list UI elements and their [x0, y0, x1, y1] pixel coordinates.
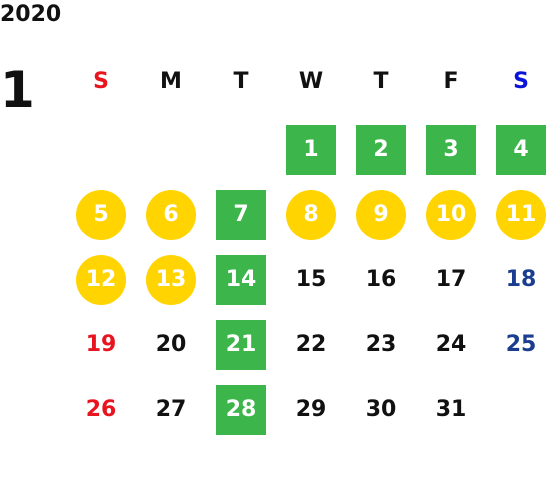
day-cell-1[interactable]: 1 — [286, 125, 336, 175]
day-cell-30[interactable]: 30 — [365, 397, 397, 422]
day-cell-19[interactable]: 19 — [85, 332, 117, 357]
day-cell-2[interactable]: 2 — [356, 125, 406, 175]
day-cell-3[interactable]: 3 — [426, 125, 476, 175]
day-cell-31[interactable]: 31 — [435, 397, 467, 422]
day-cell-4[interactable]: 4 — [496, 125, 546, 175]
day-cell-29[interactable]: 29 — [295, 397, 327, 422]
day-cell-17[interactable]: 17 — [435, 267, 467, 292]
month-number: 1 — [0, 61, 35, 119]
day-cell-27[interactable]: 27 — [155, 397, 187, 422]
day-cell-7[interactable]: 7 — [216, 190, 266, 240]
day-cell-28[interactable]: 28 — [216, 385, 266, 435]
day-cell-11[interactable]: 11 — [496, 190, 546, 240]
day-cell-6[interactable]: 6 — [146, 190, 196, 240]
day-cell-9[interactable]: 9 — [356, 190, 406, 240]
day-cell-10[interactable]: 10 — [426, 190, 476, 240]
day-cell-24[interactable]: 24 — [435, 332, 467, 357]
weekday-header-thu: T — [373, 69, 389, 94]
day-cell-8[interactable]: 8 — [286, 190, 336, 240]
day-cell-21[interactable]: 21 — [216, 320, 266, 370]
day-cell-5[interactable]: 5 — [76, 190, 126, 240]
day-cell-22[interactable]: 22 — [295, 332, 327, 357]
weekday-header-wed: W — [298, 69, 324, 94]
day-cell-13[interactable]: 13 — [146, 255, 196, 305]
day-cell-16[interactable]: 16 — [365, 267, 397, 292]
year-label: 2020 — [0, 2, 62, 27]
weekday-header-tue: T — [233, 69, 249, 94]
day-cell-14[interactable]: 14 — [216, 255, 266, 305]
weekday-header-sun: S — [93, 69, 109, 94]
day-cell-25[interactable]: 25 — [505, 332, 537, 357]
day-cell-26[interactable]: 26 — [85, 397, 117, 422]
weekday-header-fri: F — [443, 69, 459, 94]
day-cell-18[interactable]: 18 — [505, 267, 537, 292]
day-cell-15[interactable]: 15 — [295, 267, 327, 292]
day-cell-20[interactable]: 20 — [155, 332, 187, 357]
weekday-header-mon: M — [160, 69, 182, 94]
day-cell-12[interactable]: 12 — [76, 255, 126, 305]
day-cell-23[interactable]: 23 — [365, 332, 397, 357]
weekday-header-sat: S — [513, 69, 529, 94]
